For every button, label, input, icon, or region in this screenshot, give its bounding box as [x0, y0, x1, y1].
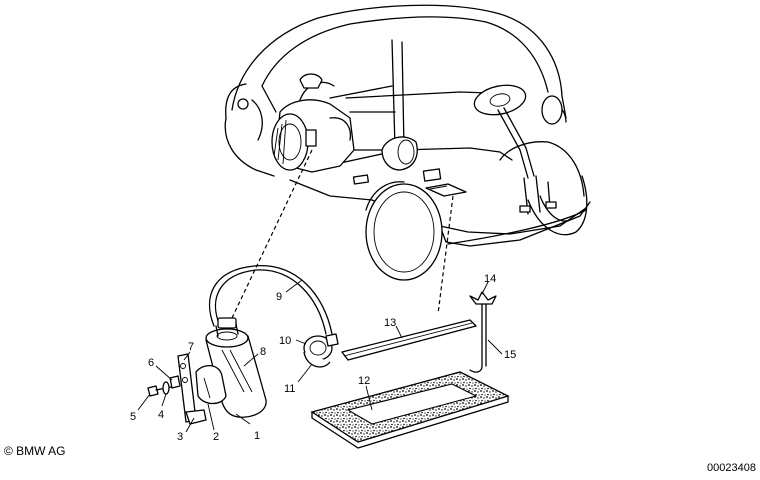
callout-3: 3: [177, 431, 183, 443]
callout-4: 4: [158, 409, 164, 421]
diagram-image-id: 00023408: [707, 462, 756, 474]
callout-13: 13: [384, 317, 396, 329]
callout-leaders: [137, 279, 503, 433]
dashed-leader-lines: [231, 149, 454, 319]
ignition-coil-assembly: [147, 265, 339, 425]
callout-8: 8: [260, 346, 266, 358]
callout-10: 10: [279, 335, 291, 347]
callout-7: 7: [188, 341, 194, 353]
callout-labels: 1 2 3 4 5 6 7 8 9 10 11 12 13 14 15: [130, 273, 516, 443]
callout-11: 11: [284, 383, 295, 395]
copyright-notice: © BMW AG: [4, 444, 66, 458]
battery-strap-assembly: [341, 291, 497, 373]
callout-2: 2: [213, 431, 219, 443]
callout-14: 14: [484, 273, 496, 285]
callout-5: 5: [130, 411, 136, 423]
car-body-illustration: [224, 4, 591, 281]
callout-15: 15: [504, 349, 516, 361]
callout-9: 9: [276, 291, 282, 303]
callout-1: 1: [254, 430, 260, 442]
callout-6: 6: [148, 357, 154, 369]
battery-mat: [310, 371, 510, 449]
callout-12: 12: [358, 375, 370, 387]
